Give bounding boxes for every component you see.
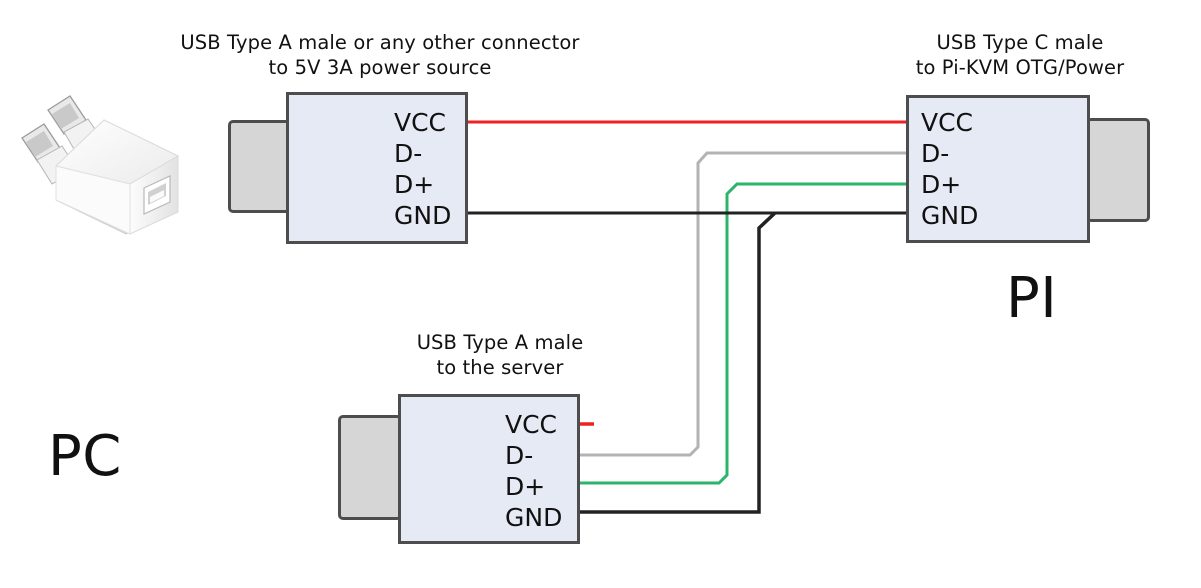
usb-wall-charger xyxy=(8,62,193,237)
power-connector-body xyxy=(286,92,468,244)
pin-label-vcc: VCC xyxy=(921,108,974,137)
label-pc: PC xyxy=(48,424,122,489)
pin-label-dplus: D+ xyxy=(394,170,435,199)
pin-label-gnd: GND xyxy=(505,503,563,532)
pin-label-dplus: D+ xyxy=(505,472,546,501)
gnd-branch-wire xyxy=(580,211,777,514)
pi-connector-body xyxy=(906,95,1090,243)
pin-label-vcc: VCC xyxy=(505,410,558,439)
power-connector-plug-tab xyxy=(228,120,294,213)
pi-connector-plug-tab xyxy=(1086,118,1150,222)
charger-icon xyxy=(21,95,180,235)
server-connector-body xyxy=(398,394,580,544)
pin-label-vcc: VCC xyxy=(394,108,447,137)
pin-label-dminus: D- xyxy=(394,139,423,168)
pin-label-dplus: D+ xyxy=(921,170,962,199)
caption-power-source: USB Type A male or any other connector t… xyxy=(180,31,580,79)
dplus-wire xyxy=(580,182,906,485)
server-connector-plug-tab xyxy=(338,415,402,520)
pin-label-dminus: D- xyxy=(505,441,534,470)
power-connector-pin-labels: VCC D- D+ GND xyxy=(394,107,466,231)
pin-label-gnd: GND xyxy=(394,201,452,230)
dminus-wire xyxy=(580,151,906,457)
label-pi: PI xyxy=(1006,266,1058,331)
caption-server: USB Type A male to the server xyxy=(416,331,584,379)
pin-label-dminus: D- xyxy=(921,139,950,168)
pin-label-gnd: GND xyxy=(921,201,979,230)
caption-pi-otg: USB Type C male to Pi-KVM OTG/Power xyxy=(915,31,1125,79)
usb-port-icon xyxy=(143,175,171,215)
pi-connector-pin-labels: VCC D- D+ GND xyxy=(921,107,1041,231)
server-connector-pin-labels: VCC D- D+ GND xyxy=(505,409,579,533)
